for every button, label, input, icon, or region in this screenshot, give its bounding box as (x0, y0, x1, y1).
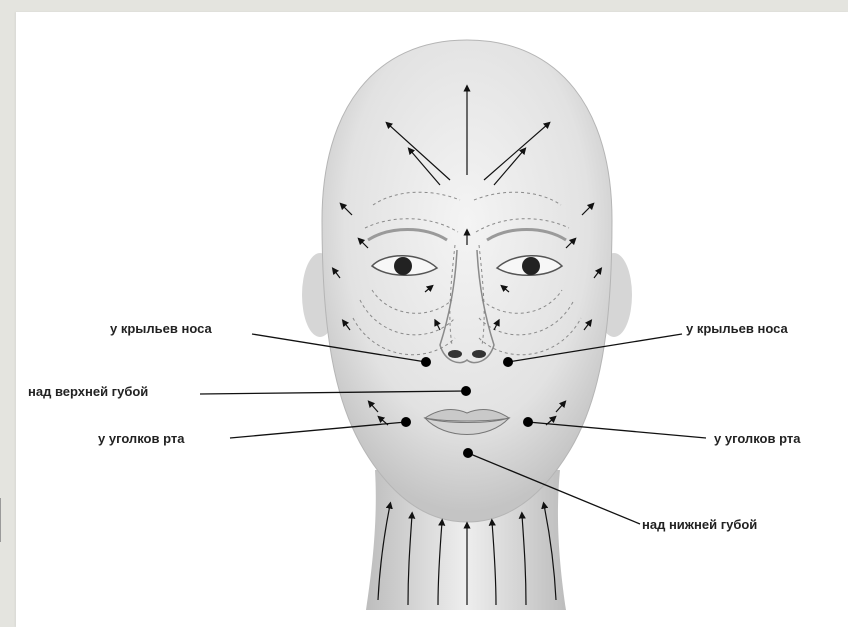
label-nose-wing-left: у крыльев носа (110, 321, 212, 337)
point-above-upper-lip (461, 386, 471, 396)
label-nose-wing-right: у крыльев носа (686, 321, 788, 337)
left-nostril (448, 350, 462, 358)
label-above-lower-lip: над нижней губой (642, 517, 757, 533)
right-nostril (472, 350, 486, 358)
label-mouth-corner-left: у уголков рта (98, 431, 184, 447)
point-above-lower-lip (463, 448, 473, 458)
point-nose-wing-right (503, 357, 513, 367)
label-mouth-corner-right: у уголков рта (714, 431, 800, 447)
point-mouth-corner-right (523, 417, 533, 427)
label-above-upper-lip: над верхней губой (28, 384, 148, 400)
point-nose-wing-left (421, 357, 431, 367)
point-mouth-corner-left (401, 417, 411, 427)
